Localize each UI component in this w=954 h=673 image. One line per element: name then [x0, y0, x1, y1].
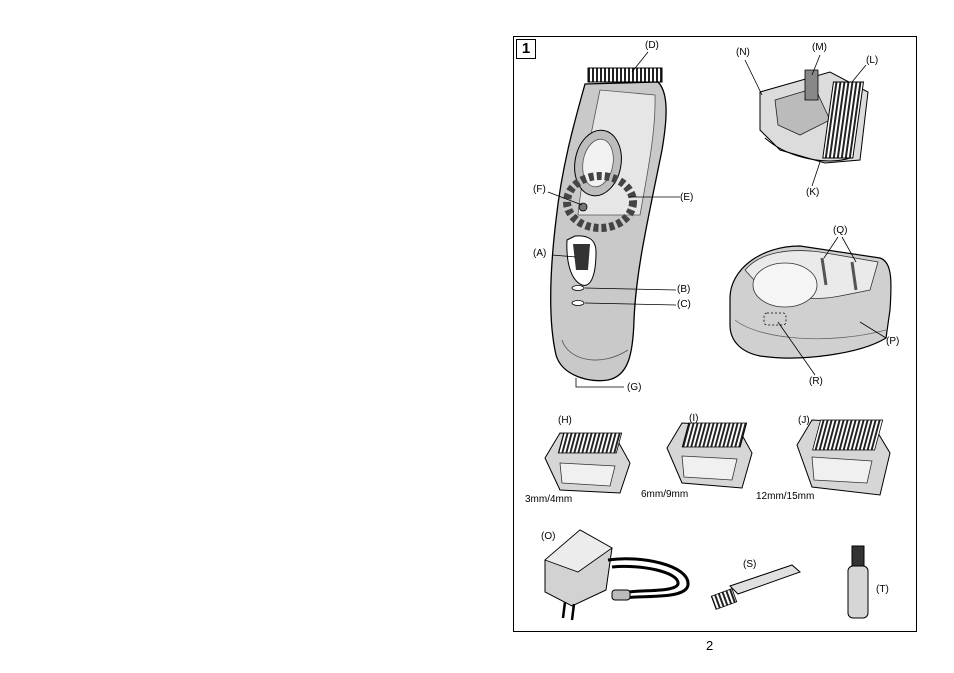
- label-part-i: (I): [689, 413, 699, 424]
- label-part-h: (H): [558, 415, 572, 426]
- label-part-f: (F): [533, 184, 546, 195]
- figure-panel: [513, 36, 917, 632]
- label-part-j: (J): [798, 415, 810, 426]
- oil-bottle-illustration: [847, 545, 869, 619]
- label-part-s: (S): [743, 559, 757, 570]
- label-part-e: (E): [680, 192, 694, 203]
- comb-size-h: 3mm/4mm: [525, 494, 573, 505]
- comb-size-j: 12mm/15mm: [756, 491, 815, 502]
- cleaning-brush-illustration: [710, 564, 801, 610]
- ac-adaptor-illustration: [544, 529, 690, 621]
- label-part-g: (G): [627, 382, 642, 393]
- label-part-a: (A): [533, 248, 547, 259]
- comb-size-i: 6mm/9mm: [641, 489, 689, 500]
- label-part-k: (K): [806, 187, 820, 198]
- blade-assembly-illustration: [759, 69, 869, 164]
- label-part-o: (O): [541, 531, 556, 542]
- label-part-l: (L): [866, 55, 879, 66]
- clipper-illustration: [550, 67, 667, 382]
- label-part-t: (T): [876, 584, 889, 595]
- label-part-q: (Q): [833, 225, 848, 236]
- leader-lines: [547, 51, 887, 388]
- page-number: 2: [706, 638, 714, 653]
- label-part-m: (M): [812, 42, 827, 53]
- label-part-b: (B): [677, 284, 691, 295]
- label-part-d: (D): [645, 40, 659, 51]
- label-part-r: (R): [809, 376, 823, 387]
- attachment-combs-illustration: [544, 419, 891, 496]
- charging-stand-illustration: [729, 245, 892, 359]
- label-part-p: (P): [886, 336, 900, 347]
- label-part-n: (N): [736, 47, 750, 58]
- clipper-blade: [587, 67, 663, 83]
- label-part-c: (C): [677, 299, 691, 310]
- figure-number: 1: [516, 39, 536, 59]
